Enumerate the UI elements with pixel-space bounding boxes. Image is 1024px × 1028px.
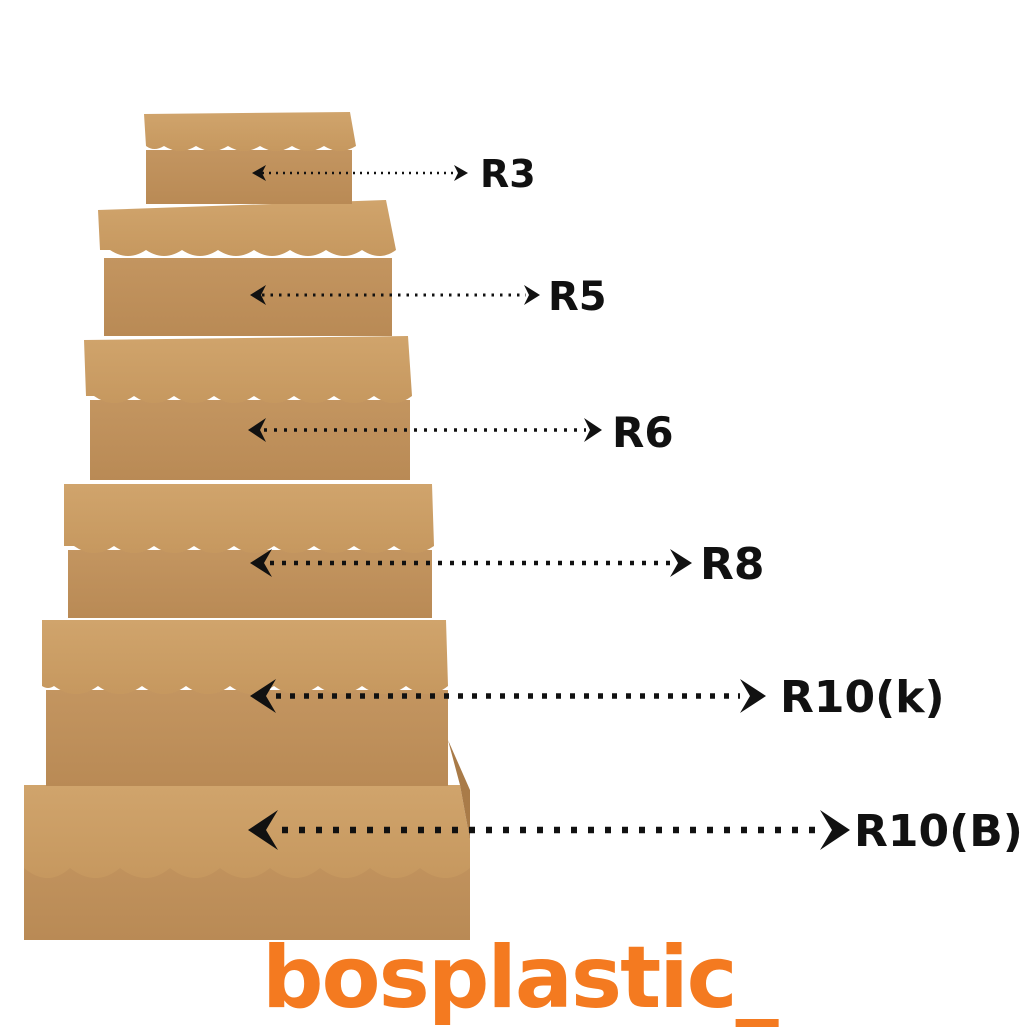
label-r6: R6 [612, 408, 674, 457]
box-r10k [42, 620, 448, 786]
arrow-r3 [252, 165, 468, 181]
arrow-r8 [250, 549, 692, 577]
box-r3 [144, 112, 356, 204]
arrow-r5 [250, 285, 540, 305]
arrow-r10k [250, 679, 766, 713]
brand-logo: bosplastic_ [262, 928, 779, 1028]
label-r5: R5 [548, 274, 607, 320]
arrow-r6 [248, 418, 602, 442]
box-r8 [64, 484, 434, 618]
label-r10k: R10(k) [780, 672, 945, 723]
label-r8: R8 [700, 539, 765, 590]
label-r3: R3 [480, 152, 536, 196]
box-r10b [24, 740, 470, 940]
label-r10b: R10(B) [854, 806, 1023, 857]
box-r5 [98, 200, 396, 336]
box-r6 [84, 336, 412, 480]
arrow-r10b [248, 810, 850, 850]
